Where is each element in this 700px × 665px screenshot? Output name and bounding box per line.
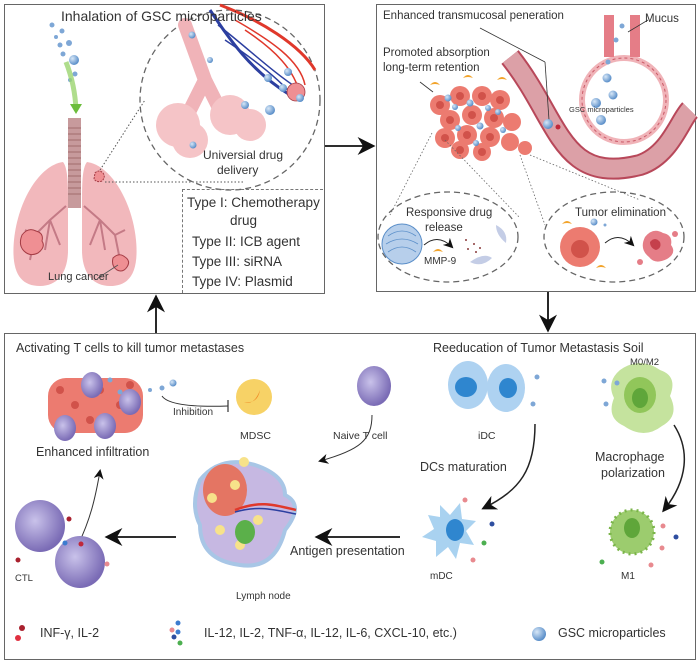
antigen-presentation-label: Antigen presentation [290,544,405,558]
mmp9-label: MMP-9 [424,256,457,267]
absorption-label-2: long-term retention [383,62,480,74]
elimination-label: Tumor elimination [575,207,666,219]
airflow-arrow-icon [63,61,79,111]
dc-maturation-label: DCs maturation [420,460,507,474]
inhalation-title: Inhalation of GSC microparticles [61,8,262,24]
microparticles-label: GSC microparticles [569,105,634,114]
mucosal-membrane [501,50,699,180]
trachea [68,118,81,208]
alveolus [579,15,669,145]
drug-type-4: Type IV: Plasmid [192,274,293,289]
zoom-label-line2: delivery [217,163,259,177]
activation-title: Activating T cells to kill tumor metasta… [16,341,245,355]
mdc-cell [422,497,495,563]
drug-type-2: Type II: ICB agent [192,234,301,249]
legend-label-mixed: IL-12, IL-2, TNF-α, IL-12, IL-6, CXCL-10… [204,626,457,640]
zoom-label-line1: Universial drug [203,148,284,162]
m0m2-label: M0/M2 [630,357,660,368]
inhaled-particles [49,22,79,82]
penetration-title: Enhanced transmucosal peneration [383,10,564,22]
lungs-illustration [13,162,137,286]
legend-label-red: INF-γ, IL-2 [40,626,100,640]
alveoli-zoom-circle [139,3,321,191]
ctl-cells [15,500,110,588]
drug-type-1: Type I: Chemotherapy [187,195,320,210]
mdsc-cell [236,379,272,415]
polarization-label-1: Macrophage [595,450,665,464]
absorption-label-1: Promoted absorption [383,47,490,59]
drug-types-list: Type I: Chemotherapy drug Type II: ICB a… [182,189,323,293]
elimination-illustration [560,218,678,268]
release-illustration [381,223,507,265]
release-label-2: release [425,222,463,234]
lung-cancer-label: Lung cancer [48,271,109,283]
polarization-label-2: polarization [601,466,665,480]
inhibition-line [161,395,229,407]
elimination-zoom-ellipse [543,191,685,283]
lymph-node-label: Lymph node [236,591,291,602]
drug-type-3: Type III: siRNA [192,254,283,269]
legend-icon-microparticle [532,627,546,641]
tumor-cell-cluster [430,75,532,161]
m1-macrophage [599,508,679,568]
infiltration-label: Enhanced infiltration [36,445,150,459]
legend-label-microparticles: GSC microparticles [558,626,666,640]
idc-label: iDC [478,430,496,442]
inhibition-label: Inhibition [173,407,214,418]
naive-t-cell [357,366,391,406]
m0m2-macrophage [601,363,674,433]
m1-label: M1 [621,571,635,582]
lymph-node [193,457,297,568]
mdsc-label: MDSC [240,430,271,442]
legend-icon-mixed-cytokines [169,620,183,646]
ctl-label: CTL [15,573,33,584]
release-zoom-ellipse [377,191,519,283]
mdc-label: mDC [430,571,453,582]
mucus-label: Mucus [645,13,679,25]
reeducation-title: Reeducation of Tumor Metastasis Soil [433,341,644,355]
legend-icon-red-cytokines [15,625,25,641]
panel-penetration [376,4,696,292]
idc-cells [448,361,540,412]
naive-t-cell-label: Naive T cell [333,430,388,442]
release-label-1: Responsive drug [406,207,493,219]
infiltrated-tumor [48,372,143,441]
drug-type-1-cont: drug [230,213,258,228]
